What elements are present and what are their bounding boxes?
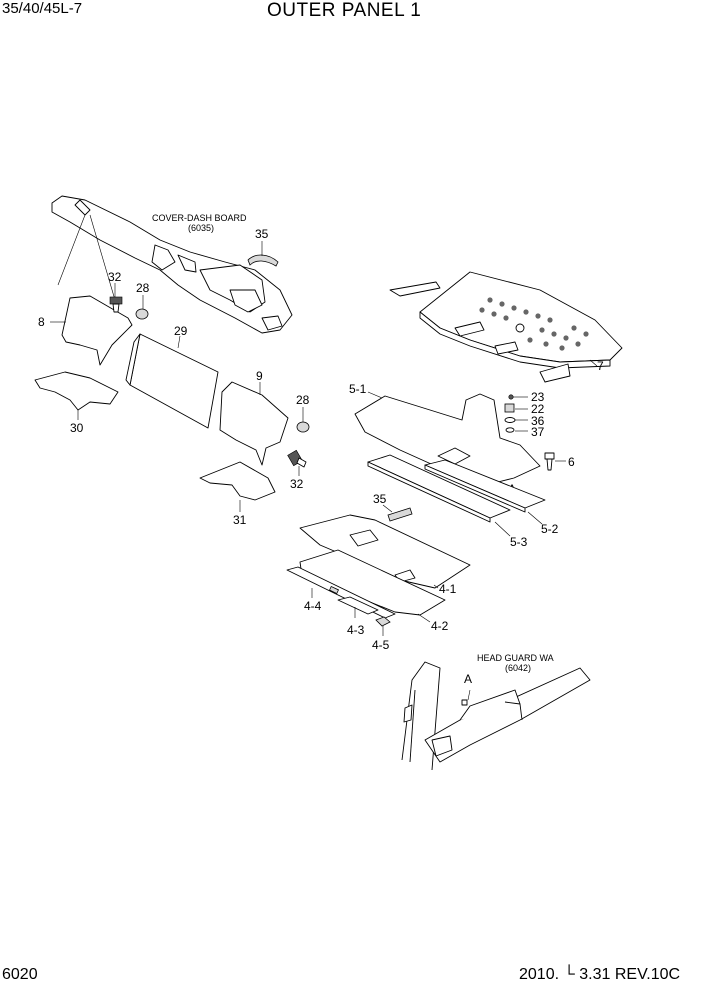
part-28-cap-lower [296,407,310,433]
callout-36: 36 [531,414,545,428]
part-9-right-cover [219,381,289,466]
dash-board-cover [51,195,293,334]
callout-4-3: 4-3 [347,623,365,637]
callout-9: 9 [256,369,263,383]
part-32-bolt-lower [287,449,307,476]
callout-4-1: 4-1 [439,582,457,596]
part-32-bolt-upper [109,283,123,313]
part-23-screw [508,394,528,400]
part-8-left-cover [50,295,133,366]
page-title: OUTER PANEL 1 [267,0,422,21]
head-guard-detail [401,661,591,771]
callout-32-lower: 32 [290,477,304,491]
part-6-bolt [544,452,566,471]
part-4-3-strip [337,596,379,618]
part-36-washer [504,417,528,423]
dash-board-ref-name: COVER-DASH BOARD [152,213,247,223]
part-28-cap-upper [135,295,149,320]
callout-31: 31 [233,513,247,527]
part-5-1-floor-mat [354,391,541,485]
callout-28-upper: 28 [136,281,150,295]
model-number: 35/40/45L-7 [2,0,83,17]
page-number: 6020 [2,966,38,983]
callout-4-5: 4-5 [372,638,390,652]
part-30-bracket [34,371,119,420]
callout-4-4: 4-4 [304,599,322,613]
callout-28-lower: 28 [296,393,310,407]
part-22-clip [504,403,528,413]
part-31-bracket [199,461,276,512]
callout-29: 29 [174,324,188,338]
callout-7: 7 [597,359,604,373]
callout-a-head-guard: A [464,672,472,686]
callout-30: 30 [70,421,84,435]
callout-8: 8 [38,315,45,329]
part-7-floor-plate [389,271,623,383]
callout-22: 22 [531,402,545,416]
revision-date: 2010. └ 3.31 REV.10C [519,966,681,983]
part-29-center-panel [125,333,219,429]
callout-5-3: 5-3 [510,535,528,549]
callout-32-upper: 32 [108,270,122,284]
callout-6: 6 [568,455,575,469]
head-guard-ref-code: (6042) [505,663,531,673]
part-5-3-mat-strip [367,454,511,537]
part-37-nut [505,427,528,433]
callout-23: 23 [531,390,545,404]
part-35-handle-upper [247,241,279,267]
part-4-5-pad [375,616,391,636]
part-35-handle-lower [382,504,413,522]
part-5-2-mat-strip [424,459,546,525]
callout-5-2: 5-2 [541,522,559,536]
callout-4-2: 4-2 [431,619,449,633]
callout-35-upper: 35 [255,227,269,241]
part-4-1-plate [299,514,471,589]
callout-35-lower: 35 [373,492,387,506]
callout-5-1: 5-1 [349,382,367,396]
callout-37: 37 [531,425,545,439]
head-guard-ref-name: HEAD GUARD WA [477,653,554,663]
dash-board-ref-code: (6035) [188,223,214,233]
